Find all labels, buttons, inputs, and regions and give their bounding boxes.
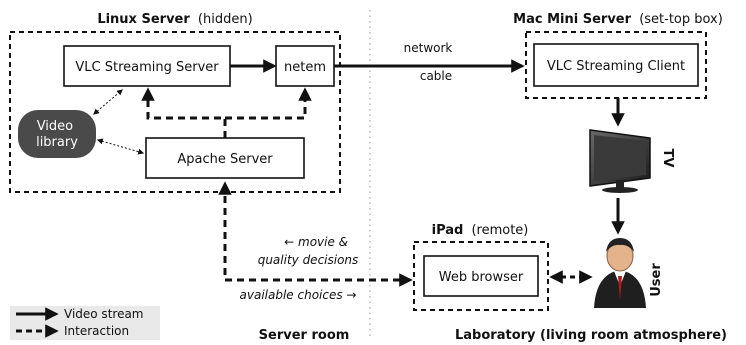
- interaction-apache-browser: [218, 181, 413, 287]
- legend-interaction-label: Interaction: [64, 324, 129, 338]
- network-cable-label: network: [404, 41, 453, 55]
- vlc-client-box: [533, 43, 699, 87]
- network-cable-label-2: cable: [420, 69, 452, 83]
- library-link-apache: [96, 138, 145, 155]
- interaction-apache-to-servers: [141, 87, 227, 138]
- mac-server-group: [525, 31, 707, 99]
- library-link-vlc: [93, 89, 123, 115]
- ipad-title: iPad (remote): [432, 223, 529, 238]
- user-icon: [594, 238, 646, 308]
- netem-label: netem: [284, 60, 326, 75]
- apache-server-label: Apache Server: [177, 152, 273, 167]
- legend-stream-label: Video stream: [64, 307, 144, 321]
- laboratory-label: Laboratory (living room atmosphere): [455, 328, 727, 343]
- legend: Video stream Interaction: [10, 306, 160, 340]
- ipad-group: [413, 241, 549, 311]
- decisions-label: ← movie & quality decisions: [258, 235, 359, 267]
- tv-icon: [589, 129, 651, 193]
- server-room-label: Server room: [259, 328, 350, 343]
- legend-background: [10, 306, 160, 340]
- interaction-apache-to-netem: [225, 87, 312, 120]
- tv-label: TV: [660, 149, 675, 168]
- user-label: User: [649, 263, 664, 297]
- video-library-label: Video library: [36, 119, 78, 150]
- linux-server-group: [9, 31, 341, 193]
- web-browser-label: Web browser: [439, 270, 524, 285]
- choices-label: available choices →: [240, 288, 357, 302]
- apache-server-box: [145, 137, 305, 179]
- mac-server-title: Mac Mini Server (set-top box): [513, 12, 723, 27]
- vlc-client-label: VLC Streaming Client: [547, 59, 685, 74]
- linux-server-title: Linux Server (hidden): [97, 12, 252, 27]
- video-library-node: [18, 110, 96, 158]
- vlc-server-label: VLC Streaming Server: [75, 60, 219, 75]
- web-browser-box: [423, 255, 539, 297]
